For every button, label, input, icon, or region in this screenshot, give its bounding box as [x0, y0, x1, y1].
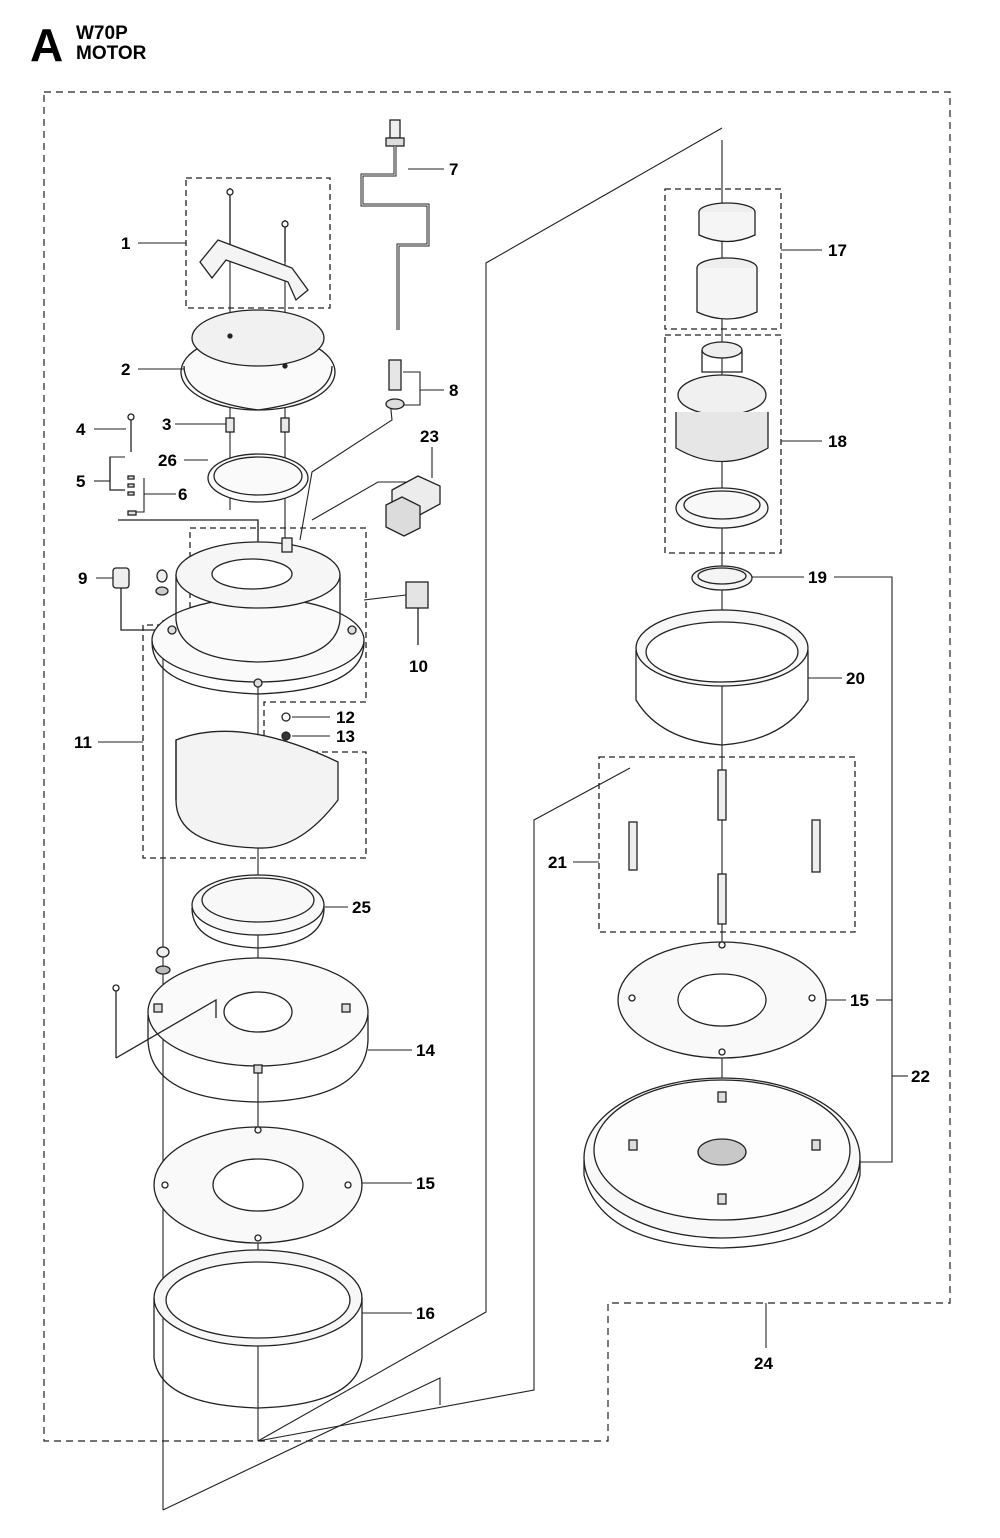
callout-11: 11	[74, 733, 92, 752]
callout-25: 25	[352, 898, 371, 917]
callout-7: 7	[449, 160, 458, 179]
callout-5: 5	[76, 472, 85, 491]
callout-15-left: 15	[416, 1174, 435, 1193]
callout-10: 10	[409, 657, 428, 676]
model-name: W70P	[76, 23, 128, 44]
callout-8: 8	[449, 381, 458, 400]
callout-19: 19	[808, 568, 827, 587]
part-15-right-gasket	[617, 941, 827, 1059]
part-8-strain-relief	[385, 359, 405, 410]
callout-3: 3	[162, 415, 171, 434]
part-15-left-gasket	[153, 1126, 363, 1244]
assembly-group: MOTOR	[76, 43, 147, 64]
callout-20: 20	[846, 669, 865, 688]
title-block: W70P MOTOR	[76, 24, 146, 64]
part-11-motor-housing	[142, 527, 367, 859]
callout-4: 4	[76, 420, 86, 439]
callout-21: 21	[548, 853, 567, 872]
callout-13: 13	[336, 727, 355, 746]
part-9-cap	[112, 567, 169, 631]
callout-1: 1	[121, 234, 130, 253]
callout-14: 14	[416, 1041, 435, 1060]
part-22-base-plate	[583, 1077, 861, 1249]
section-letter: A	[30, 19, 64, 71]
part-17-filter-sleeves	[664, 188, 782, 330]
part-7-cable	[360, 119, 430, 330]
callout-labels: 1 2 3 4 5 6 7 8 9 10 11 12 13 14 15 15 1…	[74, 160, 930, 1373]
part-16-foam-ring	[153, 1249, 363, 1409]
assembly-boundary-24	[43, 91, 951, 1442]
callout-12: 12	[336, 708, 355, 727]
part-2-top-cover	[180, 309, 336, 411]
part-14-motor-plate	[112, 946, 369, 1103]
callout-17: 17	[828, 241, 847, 260]
callout-22: 22	[911, 1067, 930, 1086]
part-18-motor	[664, 334, 782, 554]
callout-9: 9	[78, 569, 87, 588]
callout-16: 16	[416, 1304, 435, 1323]
part-19-ring	[691, 565, 753, 591]
callout-26: 26	[158, 451, 177, 470]
part-21-standoffs	[598, 756, 856, 933]
part-1-handle-kit	[185, 177, 331, 309]
leader-lines	[94, 168, 908, 1348]
part-25-seal-ring	[191, 874, 325, 949]
callout-2: 2	[121, 360, 130, 379]
part-10-connector	[405, 581, 429, 645]
callout-23: 23	[420, 427, 439, 446]
part-26-gasket	[207, 453, 309, 503]
part-23-switch	[385, 475, 441, 537]
part-20-damper-ring	[635, 609, 809, 746]
callout-6: 6	[178, 485, 187, 504]
callout-18: 18	[828, 432, 847, 451]
small-hardware-3-4-5-6	[109, 413, 290, 545]
callout-15-right: 15	[850, 991, 869, 1010]
callout-24: 24	[754, 1354, 773, 1373]
